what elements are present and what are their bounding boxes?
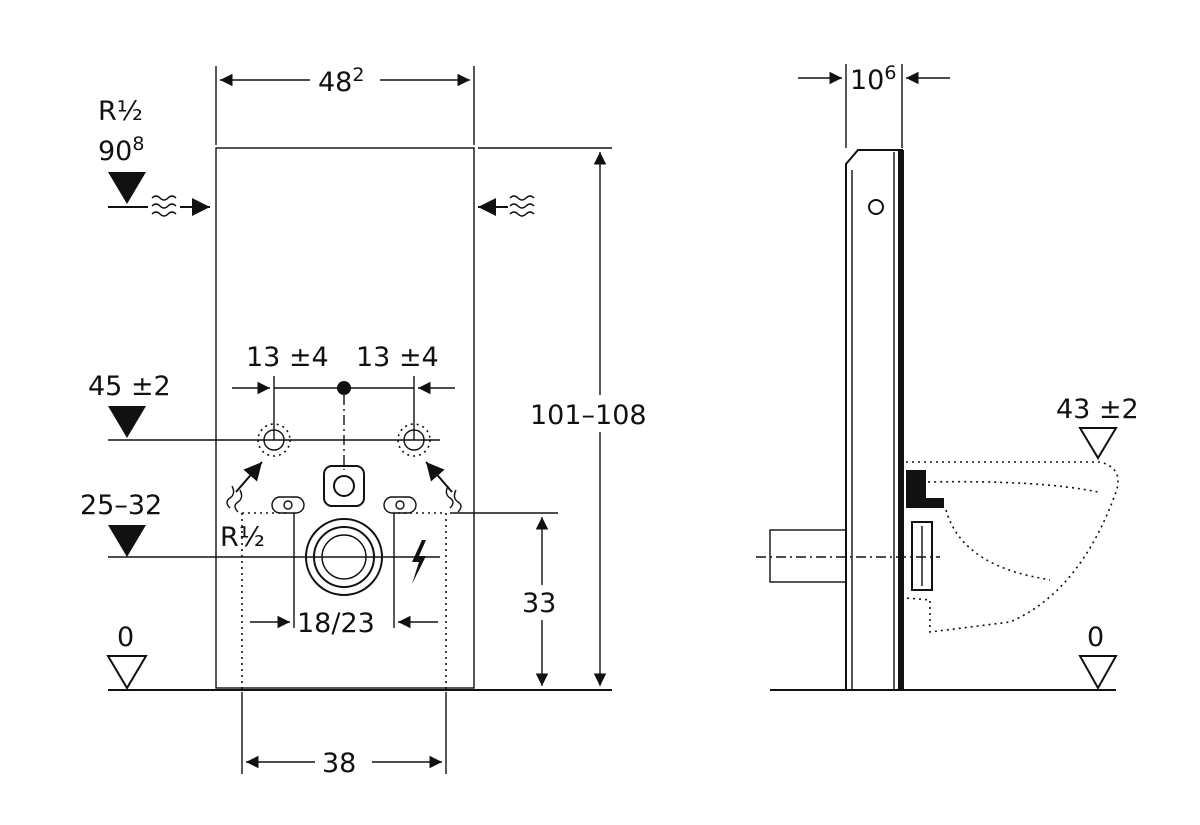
depth-10-dimension: 106 bbox=[798, 62, 950, 148]
floor-triangle-icon bbox=[1078, 655, 1118, 691]
front-view: 482 R½ 908 101–108 13 ± bbox=[80, 64, 647, 779]
side-drain-pipe bbox=[769, 529, 847, 583]
width-38-label: 38 bbox=[322, 748, 356, 779]
right-supply-connection bbox=[397, 423, 431, 457]
height-101-108-dimension: 101–108 bbox=[478, 147, 647, 686]
width-48-dimension: 482 bbox=[215, 64, 475, 145]
height-25-32-label: 25–32 bbox=[80, 490, 162, 521]
height-101-108-label: 101–108 bbox=[530, 400, 647, 431]
level-triangle-icon bbox=[108, 406, 146, 438]
right-wavy-arrow bbox=[425, 461, 453, 493]
height-90-label: 908 bbox=[98, 133, 144, 167]
left-supply-connection bbox=[257, 423, 291, 457]
toilet-bowl-outline bbox=[905, 461, 1119, 633]
floor-right-marker: 0 bbox=[1078, 622, 1118, 691]
hidden-frame-outline bbox=[241, 512, 447, 690]
floor-left-marker: 0 bbox=[106, 622, 148, 690]
seat-triangle-icon bbox=[1078, 427, 1118, 460]
depth-10-label: 106 bbox=[850, 62, 896, 96]
right-offset-label: 13 ±4 bbox=[356, 342, 439, 373]
floor-right-label: 0 bbox=[1087, 622, 1104, 653]
level-45-marker: 45 ±2 bbox=[88, 371, 462, 513]
level-triangle-icon bbox=[108, 525, 146, 557]
centre-point bbox=[337, 381, 351, 395]
left-bolt-slot bbox=[271, 496, 305, 514]
seat-bracket bbox=[906, 470, 944, 508]
floor-triangle-icon bbox=[106, 655, 148, 690]
flush-connection bbox=[323, 465, 365, 507]
electrical-icon bbox=[412, 540, 426, 584]
level-triangle-icon bbox=[108, 172, 146, 204]
height-45-label: 45 ±2 bbox=[88, 371, 171, 402]
side-flange bbox=[911, 521, 933, 591]
spacing-18-23-dimension: 18/23 bbox=[250, 513, 438, 639]
front-panel bbox=[215, 147, 475, 689]
side-view: 106 43 ±2 0 bbox=[756, 62, 1139, 691]
side-supply-point bbox=[868, 199, 884, 215]
supply-level-marker: R½ 908 bbox=[98, 96, 535, 217]
water-wave-icon bbox=[509, 195, 535, 201]
thread-top-label: R½ bbox=[98, 96, 143, 127]
drain-assembly bbox=[271, 465, 426, 596]
water-wave-icon bbox=[151, 195, 177, 201]
level-25-32-marker: 25–32 R½ bbox=[80, 490, 440, 558]
right-bolt-slot bbox=[383, 496, 417, 514]
seat-height-label: 43 ±2 bbox=[1056, 394, 1139, 425]
width-48-label: 482 bbox=[318, 64, 364, 98]
width-38-dimension: 38 bbox=[241, 692, 447, 779]
floor-left-label: 0 bbox=[117, 622, 134, 653]
height-33-label: 33 bbox=[522, 588, 556, 619]
spacing-18-23-label: 18/23 bbox=[297, 608, 375, 639]
left-wavy-arrow bbox=[235, 461, 263, 493]
seat-height-marker: 43 ±2 bbox=[1056, 394, 1139, 460]
left-offset-label: 13 ±4 bbox=[246, 342, 329, 373]
height-33-dimension: 33 bbox=[450, 512, 558, 686]
offset-13-dimension: 13 ±4 13 ±4 bbox=[232, 342, 455, 470]
